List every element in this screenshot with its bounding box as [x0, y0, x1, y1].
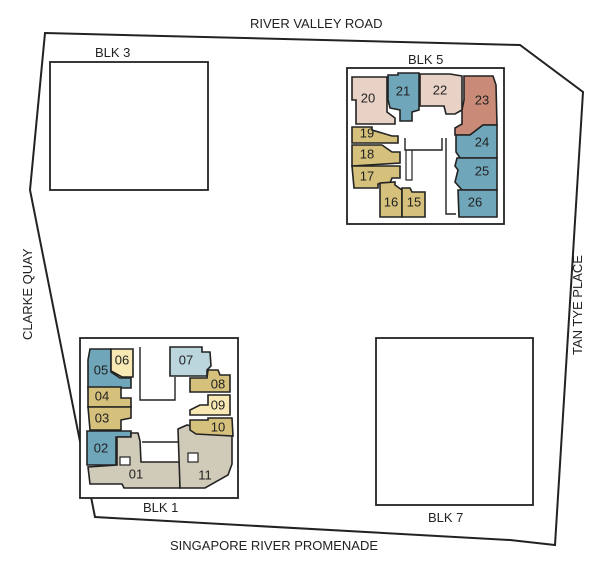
unit-label: 09: [211, 397, 225, 412]
blk1-units: 05 06 04 03 02 01 11 07 08 09 10: [86, 346, 234, 489]
unit-label: 26: [468, 194, 482, 209]
road-label-west: CLARKE QUAY: [20, 248, 35, 340]
unit-09[interactable]: [189, 394, 231, 416]
blk5-units: 20 21 22 23 24 25 26 19 18 17 16 15: [351, 72, 498, 218]
unit-label: 22: [433, 82, 447, 97]
unit-label: 20: [361, 90, 375, 105]
road-label-north: RIVER VALLEY ROAD: [250, 16, 382, 31]
unit-label: 03: [95, 410, 109, 425]
unit-08[interactable]: [189, 369, 231, 393]
unit-label: 25: [475, 163, 489, 178]
unit-15[interactable]: [401, 187, 426, 218]
unit-10[interactable]: [189, 417, 234, 437]
block-label-blk5: BLK 5: [408, 52, 443, 67]
unit-02[interactable]: [86, 430, 132, 466]
unit-label: 17: [360, 168, 374, 183]
unit-label: 16: [384, 194, 398, 209]
block-label-blk1: BLK 1: [143, 500, 178, 515]
block-blk3[interactable]: [49, 61, 209, 191]
unit-07[interactable]: [169, 346, 212, 377]
corridor-wall: [405, 150, 413, 181]
unit-19[interactable]: [351, 126, 399, 144]
unit-label: 08: [211, 376, 225, 391]
void: [187, 452, 199, 463]
unit-label: 24: [475, 134, 489, 149]
unit-22[interactable]: [419, 73, 463, 115]
unit-label: 07: [179, 352, 193, 367]
unit-21[interactable]: [387, 72, 420, 122]
unit-25[interactable]: [454, 157, 498, 191]
unit-26[interactable]: [457, 189, 498, 218]
block-label-blk7: BLK 7: [428, 510, 463, 525]
unit-20[interactable]: [351, 76, 396, 125]
corridor-wall: [445, 138, 456, 215]
unit-label: 23: [475, 92, 489, 107]
unit-label: 06: [115, 352, 129, 367]
corridor-wall: [139, 347, 176, 401]
unit-label: 11: [198, 467, 212, 482]
unit-label: 19: [360, 125, 374, 140]
block-blk7[interactable]: [375, 337, 534, 506]
unit-label: 15: [407, 194, 421, 209]
unit-label: 18: [360, 146, 374, 161]
void: [119, 456, 131, 466]
unit-label: 05: [94, 362, 108, 377]
unit-label: 02: [94, 440, 108, 455]
unit-06[interactable]: [110, 348, 134, 378]
unit-label: 10: [211, 419, 225, 434]
road-label-south: SINGAPORE RIVER PROMENADE: [170, 538, 378, 553]
unit-label: 04: [95, 388, 109, 403]
unit-label: 01: [129, 466, 143, 481]
road-label-east: TAN TYE PLACE: [570, 255, 585, 355]
unit-label: 21: [396, 83, 410, 98]
corridor-wall: [404, 138, 443, 151]
block-label-blk3: BLK 3: [95, 45, 130, 60]
unit-24[interactable]: [455, 124, 498, 159]
unit-03[interactable]: [87, 406, 132, 431]
